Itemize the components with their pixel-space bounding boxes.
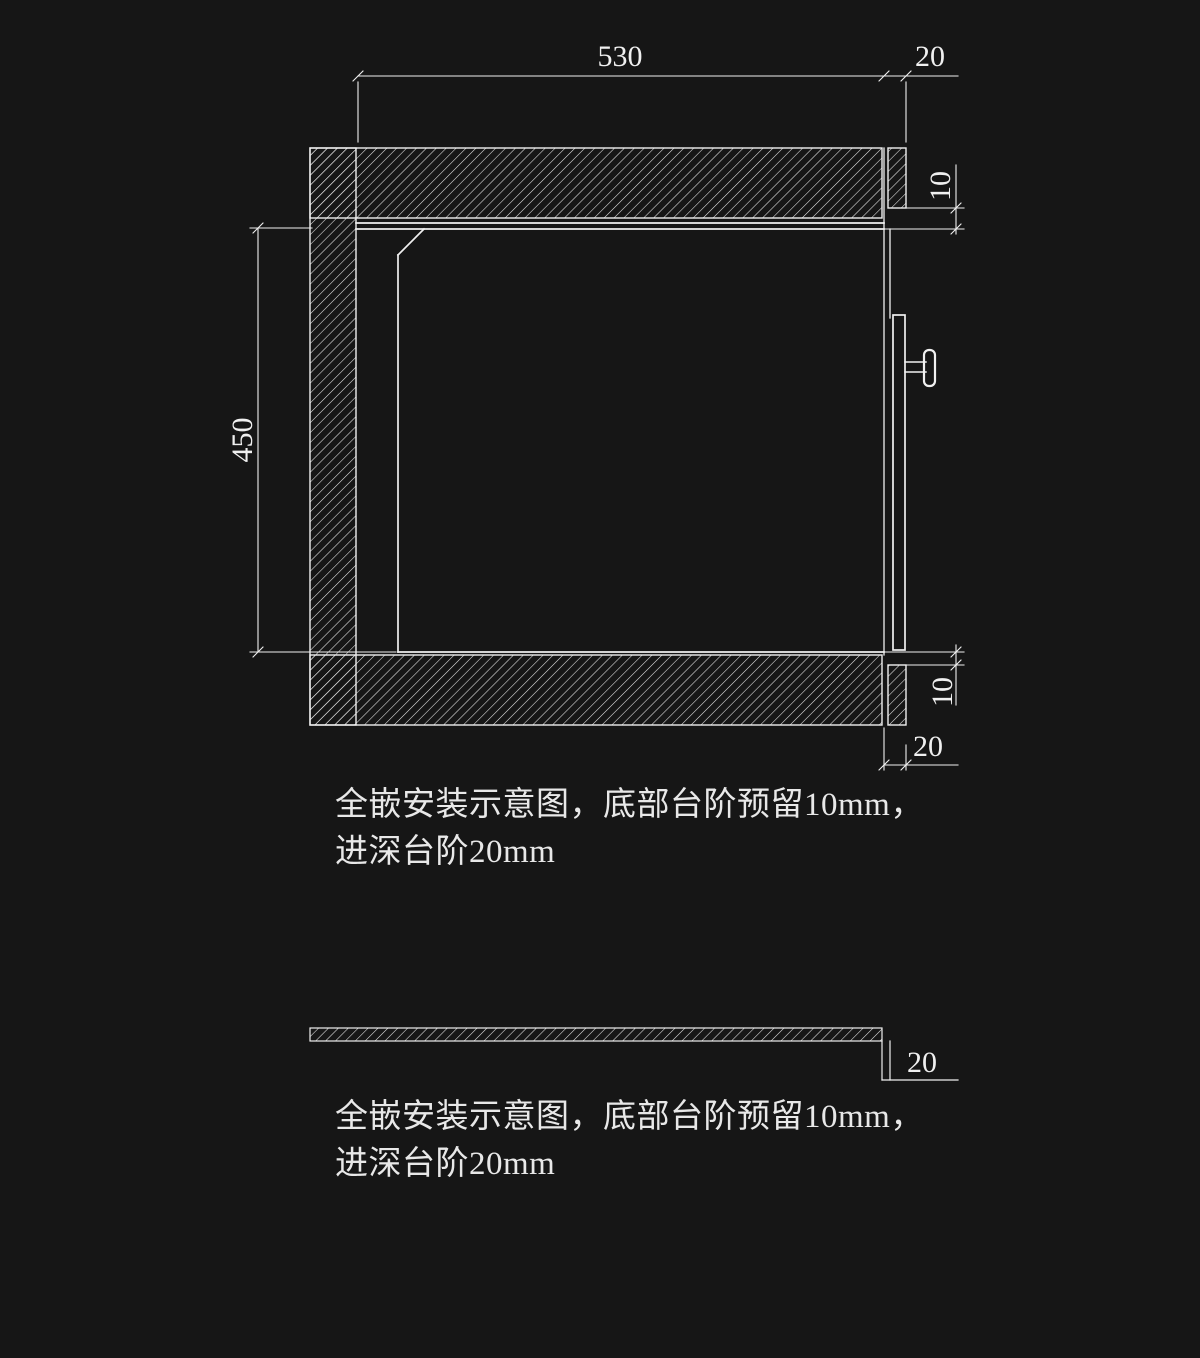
dim-tick: [252, 222, 264, 234]
appliance-outline: [355, 222, 885, 653]
door-panel: [892, 314, 906, 651]
detail-step-lines: [881, 1040, 959, 1081]
dim-450-label: 450: [226, 418, 259, 463]
dim-tick: [252, 646, 264, 658]
dim-tick: [878, 759, 890, 771]
bottom-front-step-hatch: [887, 664, 907, 726]
dim-450: [249, 222, 397, 658]
dim-tick: [900, 759, 912, 771]
dim-10-bottom-label: 10: [926, 677, 959, 707]
dim-20-bottom-label: 20: [913, 730, 943, 763]
dim-530: [352, 70, 890, 143]
dim-10-bottom: [883, 644, 965, 706]
door-knob: [922, 348, 937, 388]
dim-20-detail-label: 20: [907, 1046, 937, 1079]
dim-tick: [950, 646, 962, 658]
dim-20-bottom: [878, 727, 959, 771]
appliance-chamfer-line: [396, 227, 426, 257]
detail-caption: 全嵌安装示意图，底部台阶预留10mm， 进深台阶20mm: [335, 1094, 924, 1188]
bottom-wall-hatch: [309, 654, 883, 726]
dim-20-top-label: 20: [915, 40, 945, 73]
dim-tick: [950, 202, 962, 214]
dim-530-label: 530: [598, 40, 643, 73]
dim-tick: [352, 70, 364, 82]
detail-caption-line1: 全嵌安装示意图，底部台阶预留10mm，: [335, 1099, 924, 1135]
main-section-drawing: 530 20 10: [226, 40, 965, 771]
dim-tick: [950, 659, 962, 671]
detail-drawing: 20: [309, 1027, 959, 1081]
detail-panel-strip-hatch: [309, 1027, 883, 1042]
dim-20-top: [883, 70, 959, 143]
dim-tick: [900, 70, 912, 82]
top-front-step-hatch: [887, 147, 907, 209]
main-caption: 全嵌安装示意图，底部台阶预留10mm， 进深台阶20mm: [335, 782, 924, 876]
main-caption-line2: 进深台阶20mm: [335, 834, 556, 870]
main-caption-line1: 全嵌安装示意图，底部台阶预留10mm，: [335, 787, 924, 823]
top-wall-hatch: [309, 147, 883, 219]
detail-caption-line2: 进深台阶20mm: [335, 1146, 556, 1182]
dim-10-top: [883, 164, 965, 235]
dim-tick: [950, 223, 962, 235]
left-wall-hatch: [309, 147, 357, 726]
dim-10-top-label: 10: [924, 171, 957, 201]
